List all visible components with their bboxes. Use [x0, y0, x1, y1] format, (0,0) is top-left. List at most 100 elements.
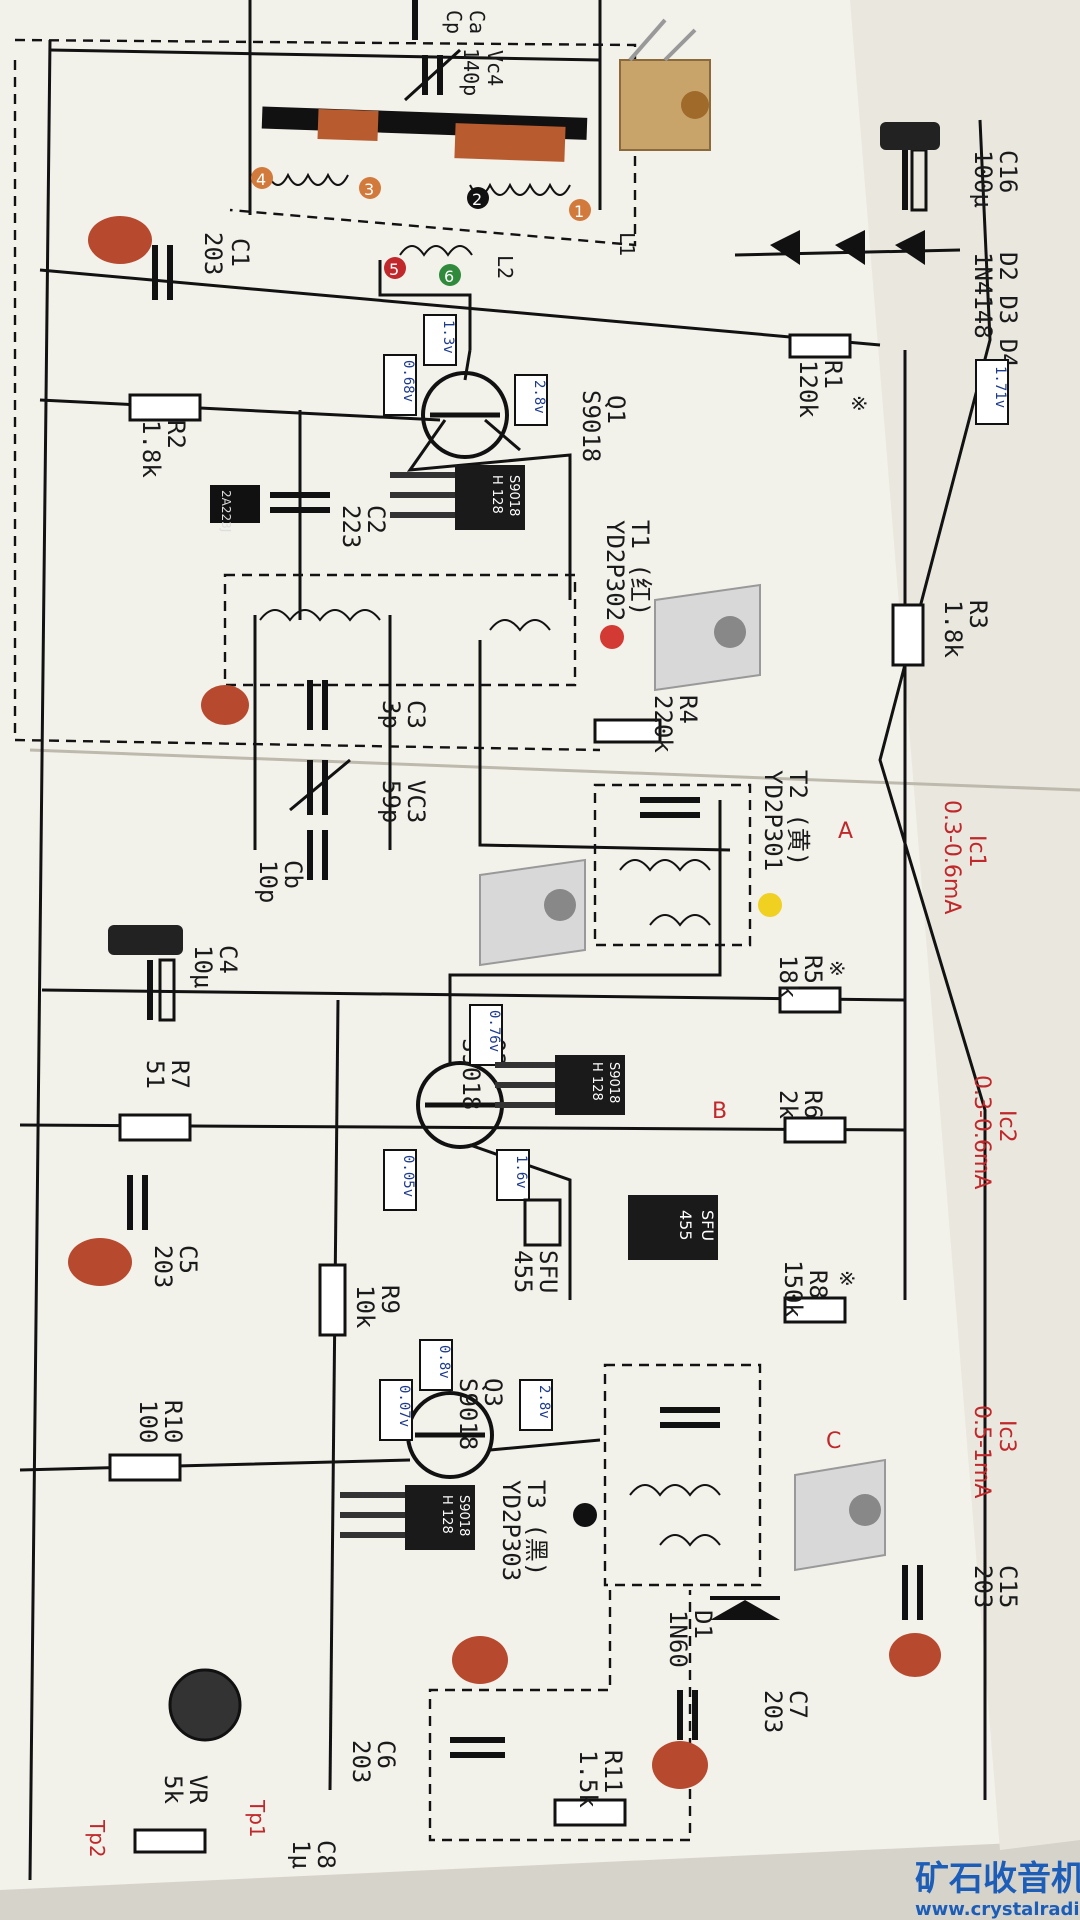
t2-label: T2 (黄)	[784, 770, 812, 866]
q1-package-mark-2: H 128	[489, 475, 504, 514]
r1-body	[788, 333, 852, 359]
q3-b-voltage-box	[379, 1379, 413, 1441]
q3-package-mark-1: S9018	[456, 1495, 471, 1536]
test-point-a: A	[838, 819, 853, 844]
q2-package-photo: S9018 H 128	[495, 1055, 625, 1115]
t1-secondary	[489, 619, 551, 632]
q3-package-photo: S9018 H 128	[340, 1485, 475, 1550]
cb-value: 10p	[254, 860, 282, 903]
ic2-value: 0.3-0.6mA	[969, 1075, 994, 1189]
sfu-value: 455	[509, 1250, 537, 1293]
svg-text:455: 455	[676, 1210, 695, 1241]
q1-e-voltage-box	[514, 374, 548, 426]
r11-value: 1.5k	[574, 1750, 602, 1808]
ic3-value: 0.5-1mA	[969, 1405, 994, 1498]
pin-6-marker	[439, 264, 461, 286]
t2-secondary	[649, 914, 711, 927]
t3-primary	[629, 1484, 721, 1497]
c2-value: 223	[337, 505, 365, 548]
c4-label: C4	[214, 945, 242, 974]
pin-3-marker	[359, 177, 381, 199]
vc4-value: 140p	[459, 48, 483, 96]
cb-label: Cb	[279, 860, 307, 889]
r1-voltage: 1.71v	[992, 366, 1008, 408]
q2-b-voltage: 0.05v	[400, 1155, 416, 1197]
pin-2-marker	[467, 187, 489, 209]
test-point-c: C	[826, 1429, 841, 1454]
r7-label: R7	[166, 1060, 194, 1089]
r9-body	[318, 1263, 347, 1337]
q1-e-voltage: 2.8v	[531, 380, 547, 414]
r10-value: 100	[134, 1400, 162, 1443]
d2-symbol	[770, 230, 800, 265]
c3-value: 3p	[377, 700, 405, 729]
r8-label: R8	[804, 1270, 832, 1299]
t3-box	[603, 1363, 762, 1587]
r8-mark: ※	[835, 1270, 859, 1287]
ground-rail	[28, 39, 52, 1881]
ca-label: Ca	[465, 10, 489, 34]
t1-label: T1 (红)	[626, 520, 654, 616]
r4-value: 220k	[649, 695, 677, 753]
r7-body	[118, 1113, 192, 1142]
vc4-arrow	[403, 48, 462, 102]
ic1-label: Ic1	[964, 835, 989, 868]
q3-leads	[19, 1438, 601, 1472]
t1-color-dot	[600, 625, 624, 649]
c15-ceramic-photo	[889, 1633, 941, 1677]
r9-label: R9	[376, 1285, 404, 1314]
wire-c1-row	[39, 268, 881, 347]
r1-mark: ※	[847, 395, 871, 412]
r7-value: 51	[141, 1060, 169, 1089]
r5-value: 18k	[774, 955, 802, 999]
vc4-label: Vc4	[483, 50, 507, 86]
wire-l2	[378, 260, 472, 350]
r5-mark: ※	[825, 960, 849, 977]
d2-d4-label: D2 D3 D4	[994, 252, 1022, 368]
l2-winding	[399, 245, 473, 257]
vr-potentiometer-photo	[168, 1668, 242, 1742]
q2-b-voltage-box	[383, 1149, 417, 1211]
t3-color-dot	[573, 1503, 597, 1527]
c6-ceramic-photo	[452, 1636, 508, 1684]
r6-value: 2k	[774, 1090, 802, 1119]
q2-e-voltage-box	[496, 1149, 530, 1201]
variable-capacitor-photo	[619, 18, 711, 151]
r6-body	[783, 1116, 847, 1144]
r9-value: 10k	[351, 1285, 379, 1329]
sfu-photo: SFU 455	[628, 1195, 718, 1260]
c2-photo: 2A223J	[210, 485, 260, 532]
t1-value: YD2P302	[601, 520, 629, 621]
c6-value: 203	[347, 1740, 375, 1783]
q2-e-voltage: 1.6v	[513, 1155, 529, 1189]
r1-voltage-box	[975, 359, 1009, 425]
l2-label: L2	[493, 255, 517, 279]
c4-electrolytic-photo	[108, 925, 183, 955]
q3-value: S9018	[454, 1378, 482, 1450]
wire-r9	[328, 999, 340, 1791]
q3-e-voltage: 2.8v	[536, 1385, 552, 1419]
r10-label: R10	[159, 1400, 187, 1443]
pin-1-marker	[569, 199, 591, 221]
c1-ceramic-photo	[88, 216, 152, 264]
r11-label: R11	[599, 1750, 627, 1793]
q1-leads	[406, 349, 572, 600]
t2-value: YD2P301	[759, 770, 787, 871]
r1-label: R1	[819, 360, 847, 389]
t1-primary	[259, 609, 381, 622]
d1-value: 1N60	[664, 1610, 692, 1668]
vr-label: VR	[184, 1775, 212, 1804]
r3-value: 1.8k	[939, 600, 967, 658]
vr-body	[133, 1828, 207, 1854]
c3-ceramic-photo	[201, 685, 249, 725]
c7-label: C7	[784, 1690, 812, 1719]
t3-photo	[794, 1458, 886, 1572]
l1-coil-small	[317, 108, 379, 142]
ca-value: Cp	[442, 10, 466, 34]
c5-label: C5	[174, 1245, 202, 1274]
c5-ceramic-photo	[68, 1238, 132, 1286]
c2-label: C2	[362, 505, 390, 534]
vr-value: 5k	[159, 1775, 187, 1804]
